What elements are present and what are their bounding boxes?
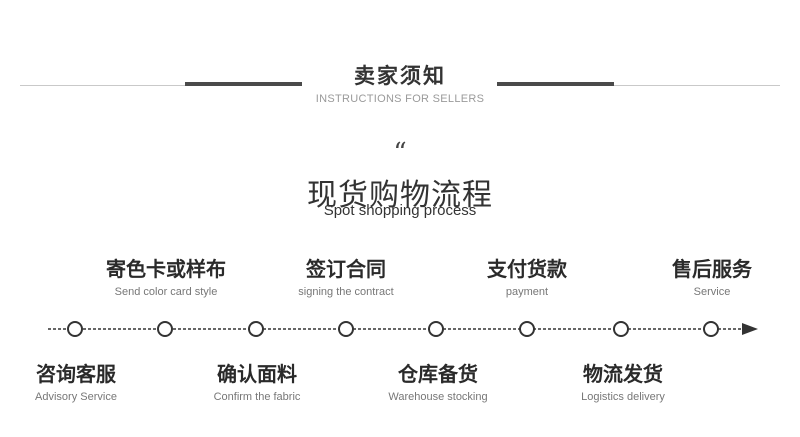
timeline-node-1 — [67, 321, 83, 337]
header-rule-right-thick — [497, 82, 614, 86]
step-top-4: 售后服务 Service — [612, 257, 800, 299]
step-label-en: Service — [693, 286, 731, 298]
step-top-3: 支付货款 payment — [427, 257, 627, 299]
header-title: 卖家须知 — [354, 64, 446, 88]
step-bottom-2: 确认面料 Confirm the fabric — [157, 362, 357, 404]
step-bottom-3: 仓库备货 Warehouse stocking — [338, 362, 538, 404]
step-label-cn: 仓库备货 — [398, 362, 478, 386]
header-rule-left-thin — [20, 85, 185, 86]
step-label-cn: 咨询客服 — [36, 362, 116, 386]
step-label-cn: 支付货款 — [487, 257, 567, 281]
header-rule-left-thick — [185, 82, 302, 86]
step-label-cn: 签订合同 — [306, 257, 386, 281]
timeline-arrow-head — [742, 323, 758, 335]
timeline-node-3 — [248, 321, 264, 337]
step-label-cn: 确认面料 — [217, 362, 297, 386]
step-label-cn: 寄色卡或样布 — [106, 257, 226, 281]
step-label-cn: 物流发货 — [583, 362, 663, 386]
process-title: 现货购物流程 — [307, 178, 493, 213]
timeline-node-8 — [703, 321, 719, 337]
timeline-node-2 — [157, 321, 173, 337]
step-label-en: Advisory Service — [35, 391, 117, 403]
step-label-en: payment — [505, 286, 549, 298]
timeline-node-6 — [519, 321, 535, 337]
step-bottom-1: 咨询客服 Advisory Service — [0, 362, 176, 404]
step-label-en: Confirm the fabric — [213, 391, 301, 403]
step-label-en: Send color card style — [114, 286, 218, 298]
timeline-node-4 — [338, 321, 354, 337]
step-label-en: Warehouse stocking — [388, 391, 488, 403]
step-top-1: 寄色卡或样布 Send color card style — [66, 257, 266, 299]
step-bottom-4: 物流发货 Logistics delivery — [523, 362, 723, 404]
quote-mark: “ — [393, 138, 407, 168]
step-label-cn: 售后服务 — [672, 257, 752, 281]
process-subtitle: Spot shopping process — [323, 202, 477, 219]
header-subtitle: INSTRUCTIONS FOR SELLERS — [315, 93, 485, 105]
timeline-node-5 — [428, 321, 444, 337]
step-label-en: Logistics delivery — [581, 391, 665, 403]
timeline-node-7 — [613, 321, 629, 337]
step-top-2: 签订合同 signing the contract — [246, 257, 446, 299]
header-rule-right-thin — [614, 85, 780, 86]
step-label-en: signing the contract — [298, 286, 394, 298]
